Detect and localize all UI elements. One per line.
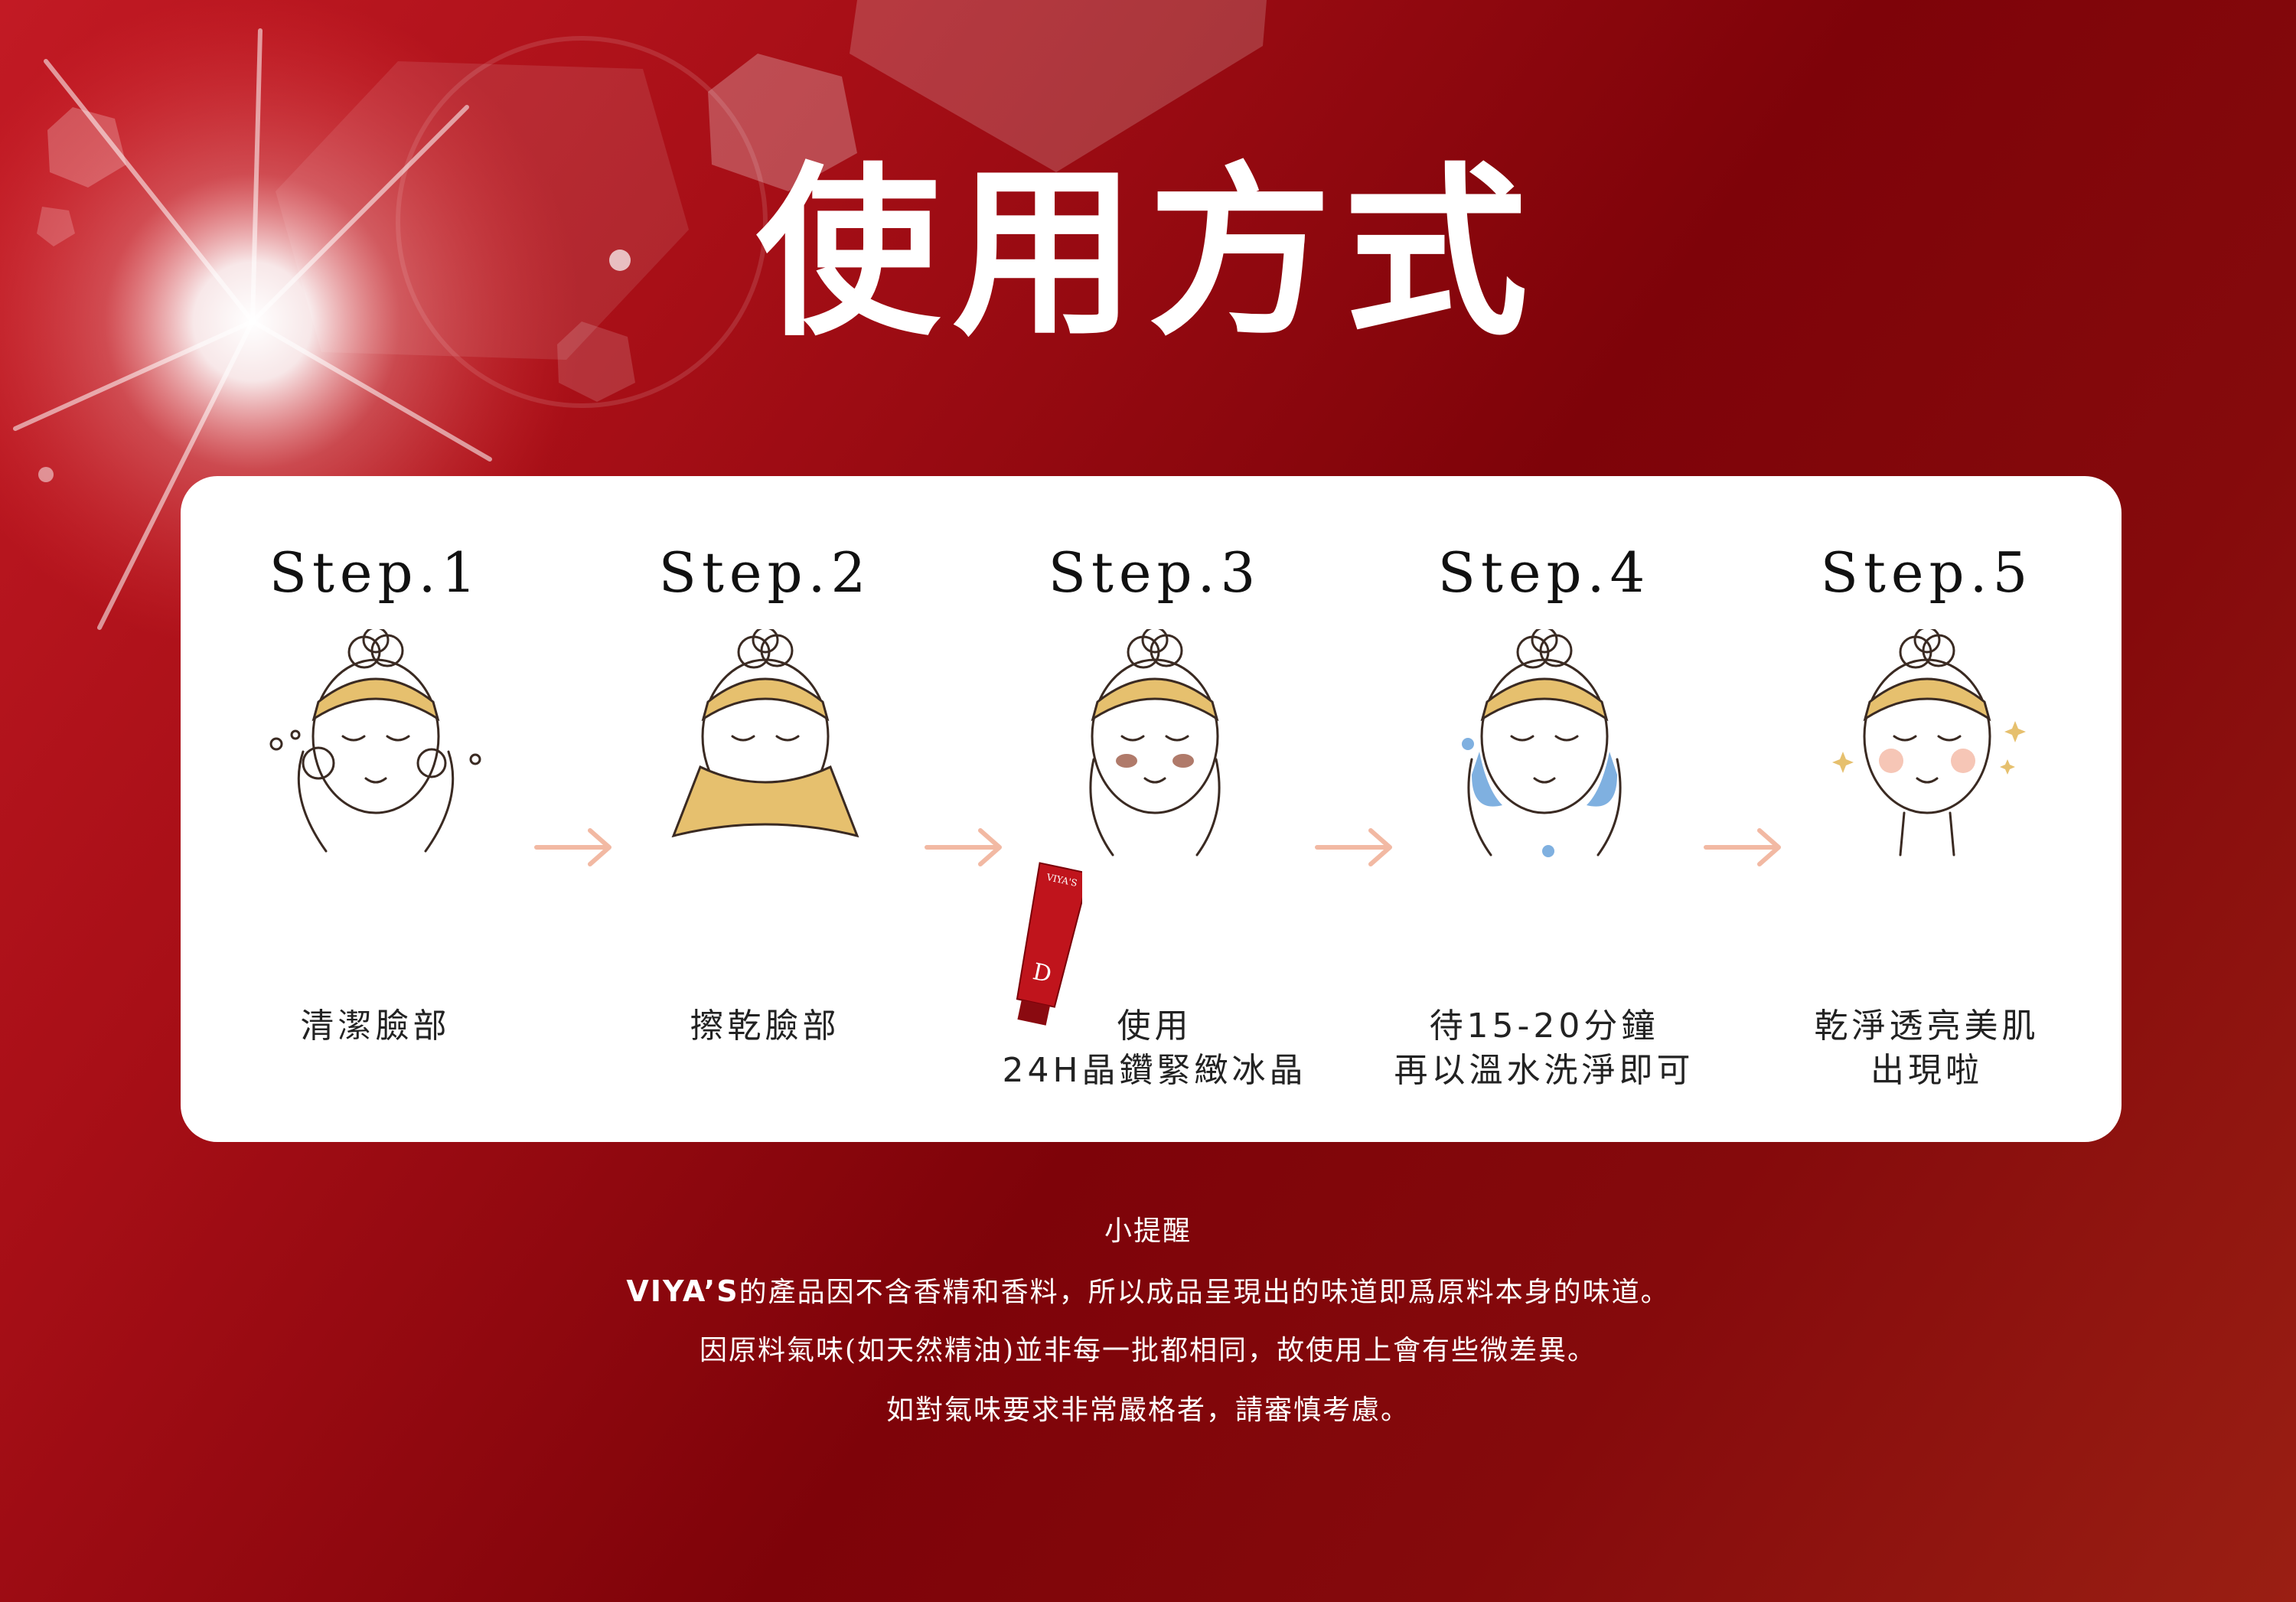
page-title: 使用方式 bbox=[756, 145, 1540, 361]
caption-line: 待15-20分鐘 bbox=[1429, 1007, 1659, 1046]
step-4: Step.4 待15-20分鐘 再以溫水洗淨即可 bbox=[1349, 476, 1739, 1142]
step-label: Step.3 bbox=[1048, 540, 1261, 605]
notes-brand: VIYA’S bbox=[626, 1274, 739, 1308]
arrow-right-icon bbox=[1315, 828, 1392, 866]
arrow-right-icon bbox=[1704, 828, 1781, 866]
face-washing-icon bbox=[269, 629, 481, 853]
notes-heading: 小提醒 bbox=[1104, 1215, 1192, 1247]
caption-line: 再以溫水洗淨即可 bbox=[1394, 1051, 1694, 1090]
notes-line-1-text: 的產品因不含香精和香料，所以成品呈現出的味道即爲原料本身的味道。 bbox=[739, 1277, 1670, 1308]
step-5: Step.5 乾淨透亮美肌 出現啦 bbox=[1732, 476, 2122, 1142]
step-3: Step.3 使用 24H晶鑽緊緻冰晶 bbox=[960, 476, 1349, 1142]
step-label: Step.5 bbox=[1820, 540, 2033, 605]
notes-line-1: VIYA’S的產品因不含香精和香料，所以成品呈現出的味道即爲原料本身的味道。 bbox=[0, 1261, 2296, 1321]
step-label: Step.2 bbox=[658, 540, 872, 605]
arrow-right-icon bbox=[534, 828, 612, 866]
caption-line: 乾淨透亮美肌 bbox=[1814, 1007, 2040, 1046]
caption-line: 擦乾臉部 bbox=[690, 1007, 840, 1046]
caption-line: 24H晶鑽緊緻冰晶 bbox=[1002, 1051, 1307, 1090]
caption-line: 出現啦 bbox=[1870, 1051, 1983, 1090]
face-rinse-icon bbox=[1462, 629, 1622, 857]
notes-line-3: 如對氣味要求非常嚴格者，請審慎考慮。 bbox=[885, 1395, 1410, 1426]
face-glowing-icon bbox=[1832, 629, 2026, 856]
reminder-notes: 小提醒 VIYA’S的產品因不含香精和香料，所以成品呈現出的味道即爲原料本身的味… bbox=[0, 1202, 2296, 1440]
caption-line: 清潔臉部 bbox=[300, 1007, 451, 1046]
step-label: Step.1 bbox=[269, 540, 482, 605]
step-1: Step.1 清潔臉部 bbox=[181, 476, 570, 1142]
arrow-right-icon bbox=[925, 828, 1002, 866]
caption-line: 使用 bbox=[1117, 1007, 1192, 1046]
step-label: Step.4 bbox=[1437, 540, 1651, 605]
product-tube-icon: VIYA'S D bbox=[1016, 862, 1082, 1026]
face-towel-icon bbox=[671, 629, 859, 838]
step-caption: 清潔臉部 bbox=[181, 1004, 570, 1049]
step-caption: 待15-20分鐘 再以溫水洗淨即可 bbox=[1349, 1004, 1739, 1093]
notes-line-2: 因原料氣味(如天然精油)並非每一批都相同，故使用上會有些微差異。 bbox=[699, 1335, 1597, 1366]
steps-card: Step.1 清潔臉部 Step.2 bbox=[181, 476, 2122, 1142]
face-product-icon bbox=[1089, 629, 1221, 856]
step-caption: 使用 24H晶鑽緊緻冰晶 bbox=[960, 1004, 1349, 1093]
step-2: Step.2 擦乾臉部 bbox=[570, 476, 960, 1142]
step-caption: 乾淨透亮美肌 出現啦 bbox=[1732, 1004, 2122, 1093]
step-caption: 擦乾臉部 bbox=[570, 1004, 960, 1049]
